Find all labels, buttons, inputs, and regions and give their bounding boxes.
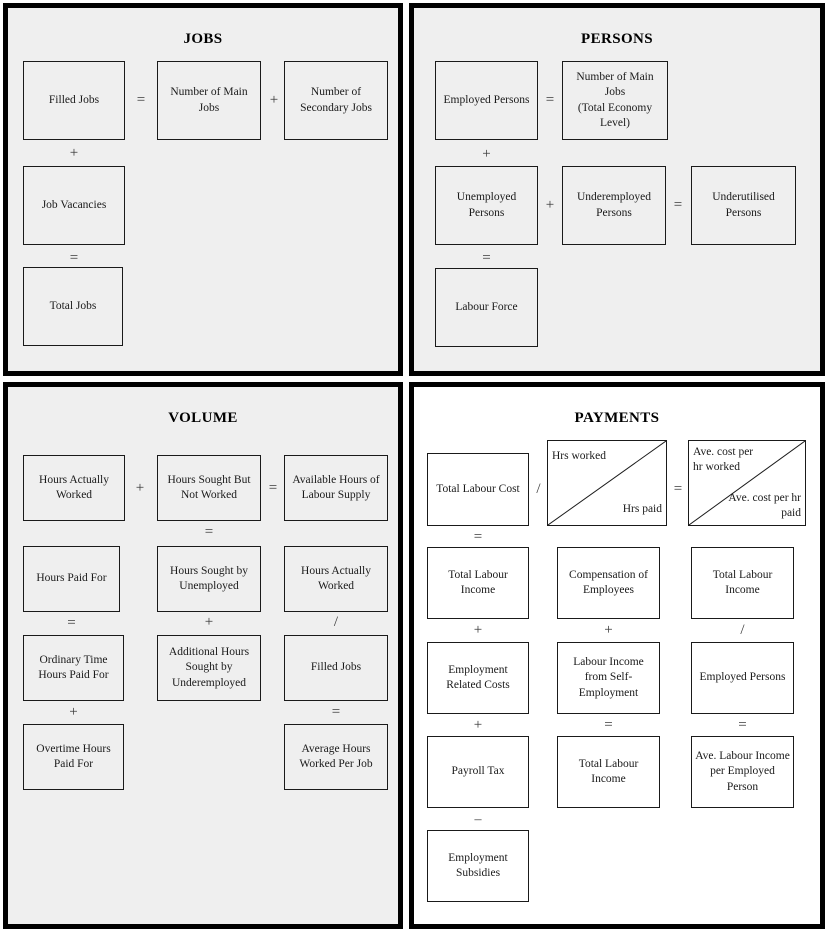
box-hours-actually-worked[interactable]: Hours Actually Worked: [23, 455, 125, 521]
box-employment-subsidies[interactable]: Employment Subsidies: [427, 830, 529, 902]
operator-plus: +: [473, 622, 483, 638]
box-total-labour-income-2[interactable]: Total Labour Income: [691, 547, 794, 619]
split-label-ave-cost-per-hr-worked: Ave. cost per hr worked: [693, 446, 754, 473]
box-underutilised-persons[interactable]: Underutilised Persons: [691, 166, 796, 245]
operator-equals: =: [69, 250, 79, 266]
operator-equals: =: [268, 480, 278, 496]
panel-payments: PAYMENTS Total Labour Cost / Hrs worked …: [409, 382, 825, 929]
operator-plus: +: [604, 622, 613, 638]
box-labour-force[interactable]: Labour Force: [435, 268, 538, 347]
operator-equals: =: [331, 704, 341, 720]
box-employed-persons[interactable]: Employed Persons: [435, 61, 538, 140]
box-compensation-of-employees[interactable]: Compensation of Employees: [557, 547, 660, 619]
diagonal-divider-icon: [548, 441, 666, 525]
box-filled-jobs[interactable]: Filled Jobs: [284, 635, 388, 701]
operator-divide: /: [740, 622, 745, 638]
box-available-hours-of-labour-supply[interactable]: Available Hours of Labour Supply: [284, 455, 388, 521]
split-label-hrs-worked: Hrs worked: [552, 450, 606, 462]
split-label-hrs-paid: Hrs paid: [622, 503, 662, 516]
box-unemployed-persons[interactable]: Unemployed Persons: [435, 166, 538, 245]
box-total-labour-cost[interactable]: Total Labour Cost: [427, 453, 529, 526]
operator-plus: +: [545, 197, 555, 213]
operator-equals: =: [738, 717, 747, 733]
panel-title-persons: PERSONS: [581, 31, 653, 47]
box-additional-hours-sought-by-underemployed[interactable]: Additional Hours Sought by Underemployed: [157, 635, 261, 701]
box-hours-sought-by-unemployed[interactable]: Hours Sought by Unemployed: [157, 546, 261, 612]
operator-minus: –: [474, 812, 482, 827]
operator-equals: =: [673, 481, 683, 497]
operator-divide: /: [333, 614, 339, 630]
panel-title-volume: VOLUME: [168, 410, 238, 426]
operator-plus: +: [204, 614, 214, 630]
panel-title-jobs: JOBS: [183, 31, 223, 47]
panel-title-payments: PAYMENTS: [574, 410, 660, 426]
operator-plus: +: [69, 704, 78, 720]
split-box-average-cost[interactable]: Ave. cost per hr worked Ave. cost per hr…: [688, 440, 806, 526]
box-employment-related-costs[interactable]: Employment Related Costs: [427, 642, 529, 714]
diagonal-divider-icon: [689, 441, 805, 525]
box-number-of-secondary-jobs[interactable]: Number of Secondary Jobs: [284, 61, 388, 140]
box-total-labour-income[interactable]: Total Labour Income: [427, 547, 529, 619]
box-ordinary-time-hours-paid-for[interactable]: Ordinary Time Hours Paid For: [23, 635, 124, 701]
box-hours-paid-for[interactable]: Hours Paid For: [23, 546, 120, 612]
box-total-jobs[interactable]: Total Jobs: [23, 267, 123, 346]
operator-equals: =: [136, 92, 146, 108]
operator-divide: /: [536, 481, 541, 497]
box-average-hours-worked-per-job[interactable]: Average Hours Worked Per Job: [284, 724, 388, 790]
box-job-vacancies[interactable]: Job Vacancies: [23, 166, 125, 245]
operator-plus: +: [473, 717, 483, 733]
box-overtime-hours-paid-for[interactable]: Overtime Hours Paid For: [23, 724, 124, 790]
box-ave-labour-income-per-employed-person[interactable]: Ave. Labour Income per Employed Person: [691, 736, 794, 808]
panel-volume: VOLUME Hours Actually Worked + Hours Sou…: [3, 382, 403, 929]
box-number-of-main-jobs[interactable]: Number of Main Jobs: [157, 61, 261, 140]
operator-plus: +: [69, 145, 79, 161]
split-box-hours[interactable]: Hrs worked Hrs paid: [547, 440, 667, 526]
box-total-labour-income-3[interactable]: Total Labour Income: [557, 736, 660, 808]
box-filled-jobs[interactable]: Filled Jobs: [23, 61, 125, 140]
operator-equals: =: [67, 615, 76, 631]
box-hours-actually-worked-2[interactable]: Hours Actually Worked: [284, 546, 388, 612]
panel-persons: PERSONS Employed Persons = Number of Mai…: [409, 3, 825, 376]
box-payroll-tax[interactable]: Payroll Tax: [427, 736, 529, 808]
box-employed-persons[interactable]: Employed Persons: [691, 642, 794, 714]
split-label-ave-cost-per-hr-paid: Ave. cost per hr paid: [728, 492, 801, 520]
operator-plus: +: [269, 92, 279, 108]
box-underemployed-persons[interactable]: Underemployed Persons: [562, 166, 666, 245]
operator-equals: =: [604, 717, 613, 733]
operator-equals: =: [545, 92, 555, 108]
box-number-of-main-jobs-total-economy[interactable]: Number of Main Jobs (Total Economy Level…: [562, 61, 668, 140]
operator-plus: +: [482, 146, 491, 162]
operator-equals: =: [673, 197, 683, 213]
box-hours-sought-but-not-worked[interactable]: Hours Sought But Not Worked: [157, 455, 261, 521]
operator-equals: =: [482, 250, 491, 266]
operator-plus: +: [135, 480, 145, 496]
operator-equals: =: [204, 524, 214, 540]
box-labour-income-from-self-employment[interactable]: Labour Income from Self-Employment: [557, 642, 660, 714]
panel-jobs: JOBS Filled Jobs = Number of Main Jobs +…: [3, 3, 403, 376]
operator-equals: =: [473, 529, 483, 545]
